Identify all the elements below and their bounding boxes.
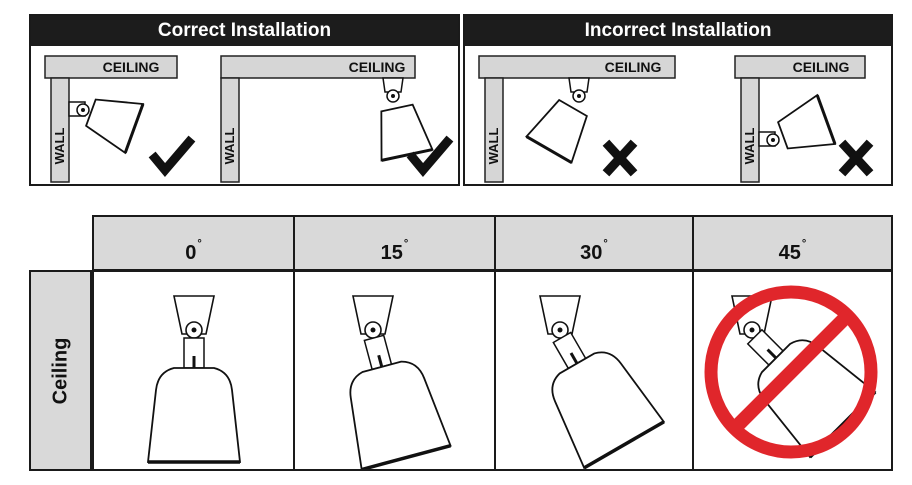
angle-value: 15 (380, 242, 403, 264)
prohibited-icon (704, 285, 878, 459)
cell-45-degrees (692, 270, 893, 471)
wall-column (50, 77, 70, 183)
angle-value: 30 (580, 242, 603, 264)
cell-15-degrees (293, 270, 496, 472)
wall-label: WALL (742, 128, 757, 165)
incorrect-installation-title: Incorrect Installation (465, 16, 891, 46)
wall-column (220, 77, 240, 183)
degree-symbol: ° (603, 238, 608, 250)
column-header-30: 30° (494, 215, 694, 271)
column-header-0: 0° (92, 215, 295, 271)
correct-installation-title: Correct Installation (31, 16, 458, 46)
column-header-15: 15° (293, 215, 496, 271)
cell-0-degrees (92, 270, 295, 471)
row-label-text: Ceiling (49, 337, 71, 404)
wall-label: WALL (222, 128, 237, 165)
degree-symbol: ° (801, 238, 807, 250)
incorrect-installation-panel: Incorrect Installation CEILING WALL CEIL… (463, 14, 893, 186)
incorrect-scene-wall-upward: CEILING WALL (734, 55, 874, 183)
angle-value: 45 (778, 242, 801, 264)
degree-symbol: ° (197, 238, 202, 250)
heater-30-degrees (539, 295, 666, 470)
incorrect-scene-ceiling-outward: CEILING WALL (478, 55, 676, 183)
heater-15-degrees (349, 295, 452, 472)
ceiling-label: CEILING (605, 59, 662, 75)
ceiling-beam (220, 55, 416, 79)
wall-label: WALL (486, 128, 501, 165)
check-icon (148, 135, 196, 177)
ceiling-label: CEILING (793, 59, 850, 75)
heater-45-degrees (704, 285, 878, 459)
degree-symbol: ° (403, 238, 409, 250)
heater-fixture (380, 77, 434, 162)
x-icon (838, 139, 874, 177)
row-label-ceiling: Ceiling (29, 270, 92, 471)
column-header-45: 45° (692, 215, 893, 271)
heater-fixture (758, 93, 837, 150)
ceiling-label: CEILING (349, 59, 406, 75)
ceiling-label: CEILING (103, 59, 160, 75)
cell-30-degrees (494, 270, 694, 471)
x-icon (602, 139, 638, 177)
heater-0-degrees (146, 295, 242, 464)
wall-label: WALL (52, 128, 67, 165)
heater-fixture (525, 77, 590, 164)
correct-scene-wall-corner: CEILING WALL (44, 55, 196, 183)
correct-scene-ceiling: CEILING WALL (220, 55, 454, 183)
wall-column (484, 77, 504, 183)
check-icon (406, 135, 454, 177)
heater-fixture (68, 98, 145, 155)
ceiling-beam (44, 55, 178, 79)
wall-column (740, 77, 760, 183)
correct-installation-panel: Correct Installation CEILING WALL CEILIN… (29, 14, 460, 186)
angle-value: 0 (185, 242, 197, 264)
ceiling-beam (734, 55, 866, 79)
